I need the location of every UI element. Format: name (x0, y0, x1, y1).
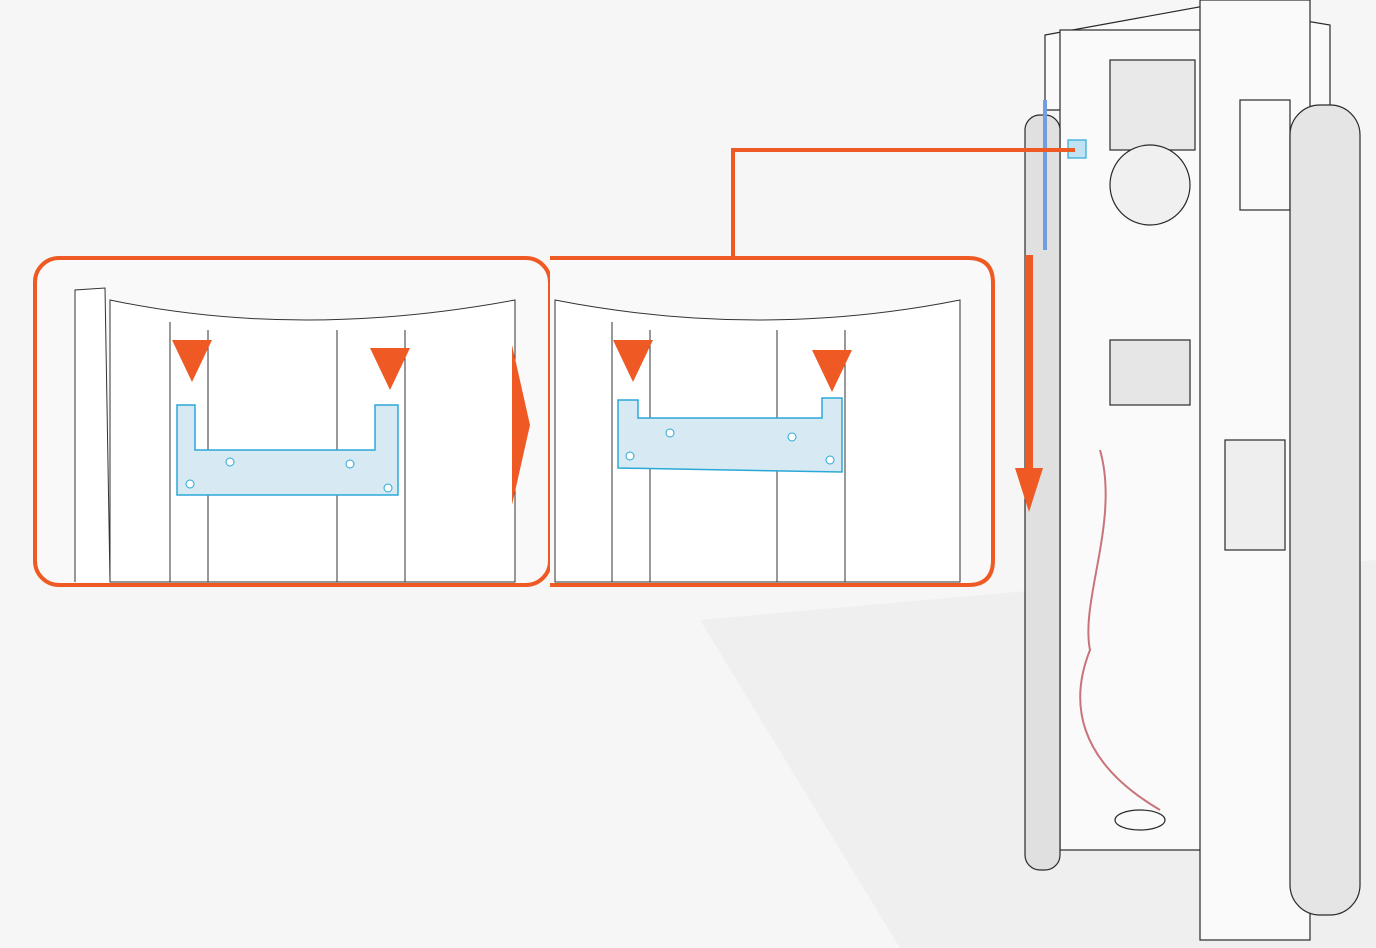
housing-edge (74, 287, 111, 583)
triangle-right-icon (512, 345, 530, 505)
mounting-bracket (176, 404, 399, 496)
machine-module (1224, 439, 1286, 551)
machine-cable (1079, 449, 1161, 811)
machine-unit (1024, 0, 1361, 941)
triangle-down-icon (370, 348, 410, 390)
arrow-down-icon (1015, 255, 1043, 512)
machine-heatsink (1109, 59, 1196, 151)
machine-mesh (1109, 339, 1191, 406)
machine-side-cover-right (1289, 104, 1361, 916)
machine-cylinder (1114, 809, 1166, 831)
housing-panel (109, 299, 516, 583)
callout-line (731, 148, 1075, 258)
triangle-down-icon (172, 340, 212, 382)
machine-panel (1239, 99, 1291, 211)
machine-fan (1109, 144, 1191, 226)
triangle-down-icon (613, 340, 653, 382)
detail-panel-before (33, 256, 552, 587)
mounting-bracket (617, 397, 843, 473)
detail-panel-after (550, 256, 995, 587)
triangle-down-icon (812, 350, 852, 392)
